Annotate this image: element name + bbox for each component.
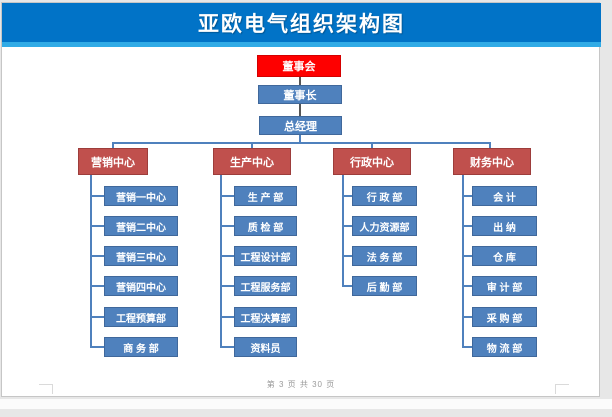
margin-crop-mark-right (555, 384, 569, 394)
connector-line (299, 77, 301, 85)
connector-line (299, 135, 301, 143)
node-audit-dept[interactable]: 审 计 部 (472, 276, 537, 296)
node-legal-dept[interactable]: 法 务 部 (352, 246, 417, 266)
title-banner: 亚欧电气组织架构图 (2, 3, 601, 42)
connector-line (299, 104, 301, 116)
node-marketing-center-1[interactable]: 营销一中心 (104, 186, 178, 206)
connector-line (489, 142, 491, 149)
connector-line (90, 195, 104, 197)
branch-production-center[interactable]: 生产中心 (213, 148, 291, 175)
node-engineering-design-dept[interactable]: 工程设计部 (234, 246, 297, 266)
node-marketing-center-4[interactable]: 营销四中心 (104, 276, 178, 296)
connector-line (220, 255, 234, 257)
node-marketing-center-3[interactable]: 营销三中心 (104, 246, 178, 266)
page-title: 亚欧电气组织架构图 (198, 12, 405, 36)
node-engineering-service-dept[interactable]: 工程服务部 (234, 276, 297, 296)
node-quality-inspection-dept[interactable]: 质 检 部 (234, 216, 297, 236)
node-administration-dept[interactable]: 行 政 部 (352, 186, 417, 206)
margin-crop-mark-left (39, 384, 53, 394)
connector-line (342, 225, 352, 227)
connector-line (462, 195, 472, 197)
node-marketing-center-2[interactable]: 营销二中心 (104, 216, 178, 236)
connector-line (462, 175, 464, 347)
connector-line (90, 175, 92, 347)
node-cashier[interactable]: 出 纳 (472, 216, 537, 236)
node-logistics-dept[interactable]: 物 流 部 (472, 337, 537, 357)
node-engineering-budget-dept[interactable]: 工程预算部 (104, 307, 178, 327)
connector-line (220, 346, 234, 348)
connector-line (112, 142, 491, 144)
connector-line (112, 142, 114, 149)
node-warehouse[interactable]: 仓 库 (472, 246, 537, 266)
page-gap (0, 399, 612, 409)
connector-line (462, 255, 472, 257)
connector-line (251, 142, 253, 149)
connector-line (342, 195, 352, 197)
connector-line (220, 195, 234, 197)
branch-finance-center[interactable]: 财务中心 (453, 148, 531, 175)
connector-line (220, 225, 234, 227)
connector-line (462, 346, 472, 348)
node-human-resources-dept[interactable]: 人力资源部 (352, 216, 417, 236)
connector-line (462, 225, 472, 227)
node-logistics-support-dept[interactable]: 后 勤 部 (352, 276, 417, 296)
node-production-dept[interactable]: 生 产 部 (234, 186, 297, 206)
node-purchasing-dept[interactable]: 采 购 部 (472, 307, 537, 327)
node-general-manager[interactable]: 总经理 (259, 116, 342, 135)
connector-line (90, 285, 104, 287)
node-board-of-directors[interactable]: 董事会 (257, 55, 341, 77)
connector-line (220, 285, 234, 287)
connector-line (220, 316, 234, 318)
node-document-clerk[interactable]: 资料员 (234, 337, 297, 357)
connector-line (371, 142, 373, 149)
connector-line (90, 316, 104, 318)
connector-line (90, 225, 104, 227)
node-commerce-dept[interactable]: 商 务 部 (104, 337, 178, 357)
node-engineering-settlement-dept[interactable]: 工程决算部 (234, 307, 297, 327)
connector-line (342, 285, 352, 287)
title-banner-accent-strip (2, 42, 601, 47)
connector-line (220, 175, 222, 347)
connector-line (462, 285, 472, 287)
connector-line (342, 175, 344, 286)
connector-line (90, 255, 104, 257)
node-chairman[interactable]: 董事长 (258, 85, 342, 104)
branch-administration-center[interactable]: 行政中心 (333, 148, 411, 175)
connector-line (90, 346, 104, 348)
connector-line (462, 316, 472, 318)
branch-marketing-center[interactable]: 营销中心 (78, 148, 148, 175)
node-accounting[interactable]: 会 计 (472, 186, 537, 206)
connector-line (342, 255, 352, 257)
page-number-footer: 第 3 页 共 30 页 (266, 380, 336, 389)
